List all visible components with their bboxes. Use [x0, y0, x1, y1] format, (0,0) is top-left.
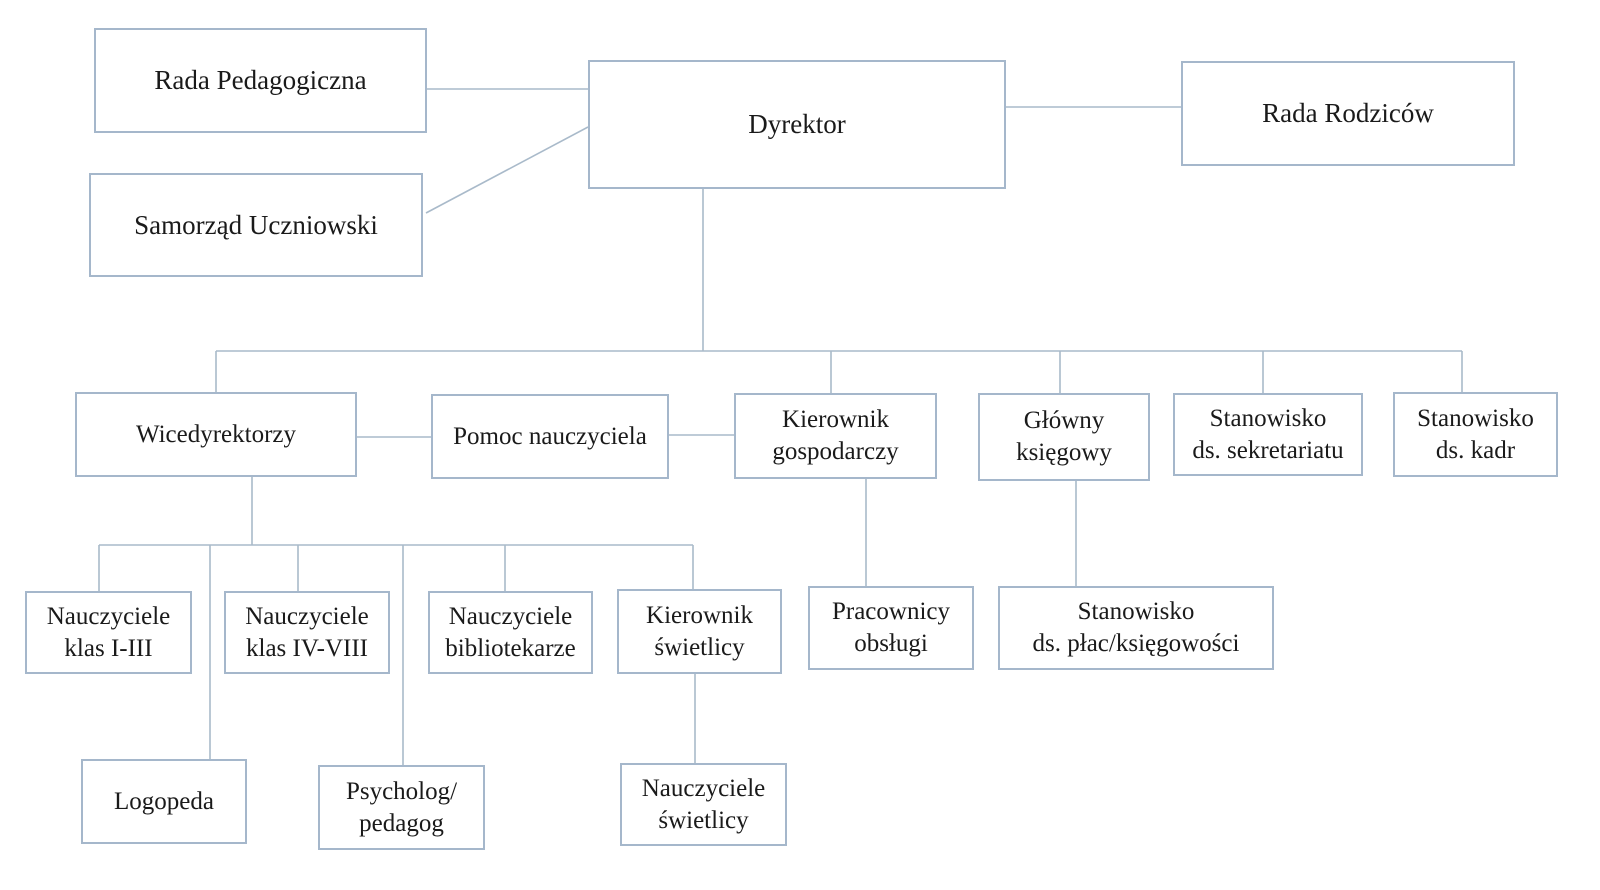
node-rada-rodzicow: Rada Rodziców — [1181, 61, 1515, 166]
node-psycholog-pedagog: Psycholog/ pedagog — [318, 765, 485, 850]
node-nauczyciele-swietlicy: Nauczyciele świetlicy — [620, 763, 787, 846]
node-label: Pomoc nauczyciela — [453, 422, 647, 450]
node-dyrektor: Dyrektor — [588, 60, 1006, 189]
node-stanowisko-plac-ksiegowosci: Stanowisko ds. płac/księgowości — [998, 586, 1274, 670]
node-label: Psycholog/ pedagog — [345, 777, 458, 837]
node-label: Stanowisko ds. płac/księgowości — [1032, 598, 1240, 657]
node-stanowisko-kadr: Stanowisko ds. kadr — [1393, 392, 1558, 477]
node-label: Wicedyrektorzy — [135, 420, 297, 448]
node-label: Nauczyciele bibliotekarze — [445, 602, 576, 662]
node-logopeda: Logopeda — [81, 759, 247, 844]
node-label: Stanowisko ds. sekretariatu — [1192, 404, 1344, 464]
node-label: Nauczyciele klas IV-VIII — [245, 602, 369, 662]
node-nauczyciele-klas-4-8: Nauczyciele klas IV-VIII — [224, 591, 390, 674]
node-pracownicy-obslugi: Pracownicy obsługi — [808, 586, 974, 670]
node-label: Kierownik świetlicy — [646, 601, 753, 661]
node-label: Nauczyciele świetlicy — [641, 774, 766, 834]
node-label: Dyrektor — [748, 109, 846, 140]
node-label: Główny księgowy — [1016, 407, 1112, 466]
node-label: Nauczyciele klas I-III — [46, 602, 171, 662]
node-glowny-ksiegowy: Główny księgowy — [978, 393, 1150, 481]
node-label: Rada Pedagogiczna — [154, 65, 367, 96]
node-samorzad-uczniowski: Samorząd Uczniowski — [89, 173, 423, 277]
node-wicedyrektorzy: Wicedyrektorzy — [75, 392, 357, 477]
edge-samorzad-dyrektor — [425, 126, 589, 214]
node-label: Stanowisko ds. kadr — [1417, 404, 1534, 464]
node-rada-pedagogiczna: Rada Pedagogiczna — [94, 28, 427, 133]
node-label: Rada Rodziców — [1262, 98, 1434, 129]
node-nauczyciele-bibliotekarze: Nauczyciele bibliotekarze — [428, 591, 593, 674]
node-label: Samorząd Uczniowski — [134, 209, 378, 240]
node-label: Kierownik gospodarczy — [772, 406, 899, 465]
node-label: Logopeda — [114, 787, 214, 815]
node-label: Pracownicy obsługi — [831, 598, 951, 657]
node-nauczyciele-klas-1-3: Nauczyciele klas I-III — [25, 591, 192, 674]
node-kierownik-gospodarczy: Kierownik gospodarczy — [734, 393, 937, 479]
node-stanowisko-sekretariatu: Stanowisko ds. sekretariatu — [1173, 393, 1363, 476]
node-kierownik-swietlicy: Kierownik świetlicy — [617, 589, 782, 674]
node-pomoc-nauczyciela: Pomoc nauczyciela — [431, 394, 669, 479]
